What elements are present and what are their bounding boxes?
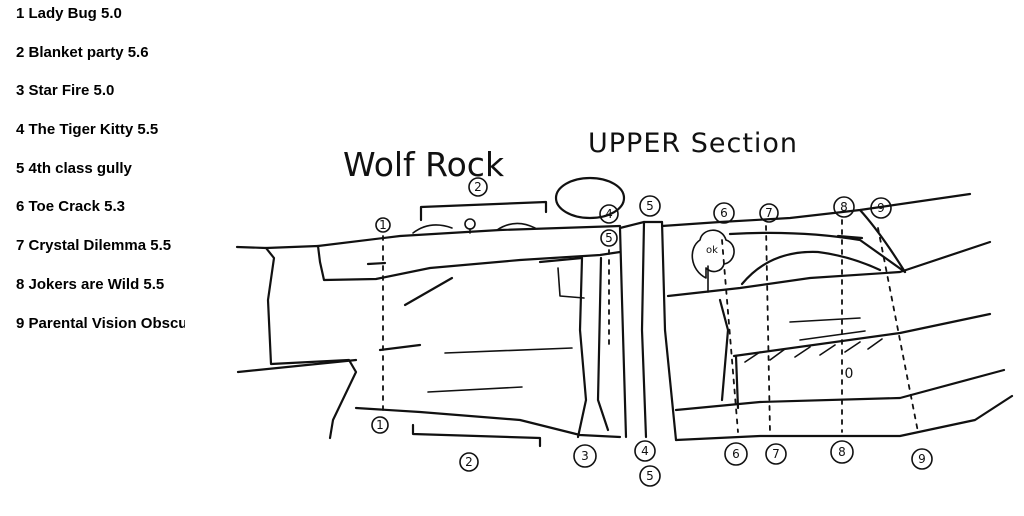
svg-text:6: 6 [720,206,728,220]
route-2-bracket-bottom [411,423,542,448]
right-inner-arch [740,250,882,286]
svg-text:5: 5 [646,469,654,483]
svg-text:8: 8 [838,445,846,459]
roof-crack [538,256,584,264]
route-marker-1-bottom: 1 [371,416,389,434]
left-block-outline [235,245,358,440]
route-9-line [877,227,919,433]
flake-outline [557,267,585,299]
ledge-line [444,347,573,354]
svg-text:3: 3 [581,449,589,463]
right-mid-ledge [732,312,992,358]
left-block-base [354,406,622,439]
legend-route-3: 3 Star Fire 5.0 [16,82,115,100]
right-arch [728,231,907,274]
horizontal-crack [378,343,422,352]
route-marker-3-bottom: 3 [573,444,597,468]
legend-route-7: 7 Crystal Dilemma 5.5 [16,237,172,255]
ledge-bump [412,224,453,234]
route-marker-8-bottom: 8 [830,440,854,464]
top-boulder [554,176,626,220]
legend-route-4: 4 The Tiger Kitty 5.5 [16,121,159,139]
route-marker-4-top: 4 [599,204,619,224]
topo-title-upper-section: UPPER Section [588,128,798,159]
left-base-line [236,358,358,374]
overhang-hatch [744,338,883,363]
route-marker-8-top: 8 [833,196,855,218]
right-cracks [789,317,866,341]
rock-mark: 0 [845,366,854,382]
route-marker-6-bottom: 6 [724,442,748,466]
svg-text:7: 7 [765,206,773,220]
svg-text:7: 7 [772,447,780,461]
route-marker-1-top: 1 [375,217,391,233]
route-2-bracket-top [419,200,548,222]
route-7-line [765,225,771,433]
chimney-wall-3 [660,220,678,442]
right-top-edge [660,192,972,228]
legend-route-2: 2 Blanket party 5.6 [16,43,149,61]
ledge-bump [496,222,536,231]
chimney-wall-1 [618,226,628,439]
svg-text:5: 5 [605,231,613,245]
route-marker-9-bottom: 9 [911,448,933,470]
right-ground-line [674,394,1014,442]
svg-text:2: 2 [465,455,473,469]
topo-sheet [185,58,1024,516]
legend-route-9: 9 Parental Vision Obscured 5.5 [16,314,236,332]
route-marker-7-bottom: 7 [765,443,787,465]
right-block-base [674,368,1006,412]
route-marker-9-top: 9 [870,197,892,219]
ledge-line [427,386,523,393]
gully-inner-line [596,256,610,432]
diagonal-crack [403,276,454,307]
route-marker-5-bottom: 5 [639,465,661,487]
right-inner-corner [718,298,730,402]
route-marker-4-bottom: 4 [634,440,656,462]
route-marker-5-mid: 5 [600,229,618,247]
right-roof-crack [836,234,864,240]
crack-mark [366,261,387,266]
tree-icon [691,229,735,279]
route-marker-7-top: 7 [759,203,779,223]
route-marker-6-top: 6 [713,202,735,224]
svg-text:8: 8 [840,200,848,214]
svg-text:9: 9 [877,201,885,215]
svg-text:9: 9 [918,452,926,466]
ledge-knob [464,218,476,230]
legend-route-1: 1 Lady Bug 5.0 [16,5,122,22]
svg-text:4: 4 [641,444,649,458]
gully-left-wall [576,256,588,439]
route-6-line [721,239,739,433]
legend-route-8: 8 Jokers are Wild 5.5 [16,275,165,293]
chimney-wall-2 [640,220,648,439]
svg-text:1: 1 [379,218,387,232]
right-block-edge [734,354,740,410]
chimney-top [618,220,664,230]
route-marker-5-top: 5 [639,195,661,217]
route-marker-2-top: 2 [468,177,488,197]
left-top-edge [316,224,622,248]
legend-route-6: 6 Toe Crack 5.3 [16,198,125,216]
svg-text:1: 1 [376,418,384,432]
right-corner [858,208,907,274]
left-ledge-line [264,244,622,282]
route-marker-2-bottom: 2 [459,452,479,472]
route-legend: 1 Lady Bug 5.0 2 Blanket party 5.6 3 Sta… [16,2,236,350]
right-ledge-line [666,240,992,298]
svg-text:5: 5 [646,199,654,213]
tree-label: ok [706,245,718,256]
svg-text:4: 4 [605,207,613,221]
legend-route-5: 5 4th class gully [16,159,132,177]
svg-text:6: 6 [732,447,740,461]
svg-text:2: 2 [474,180,482,194]
